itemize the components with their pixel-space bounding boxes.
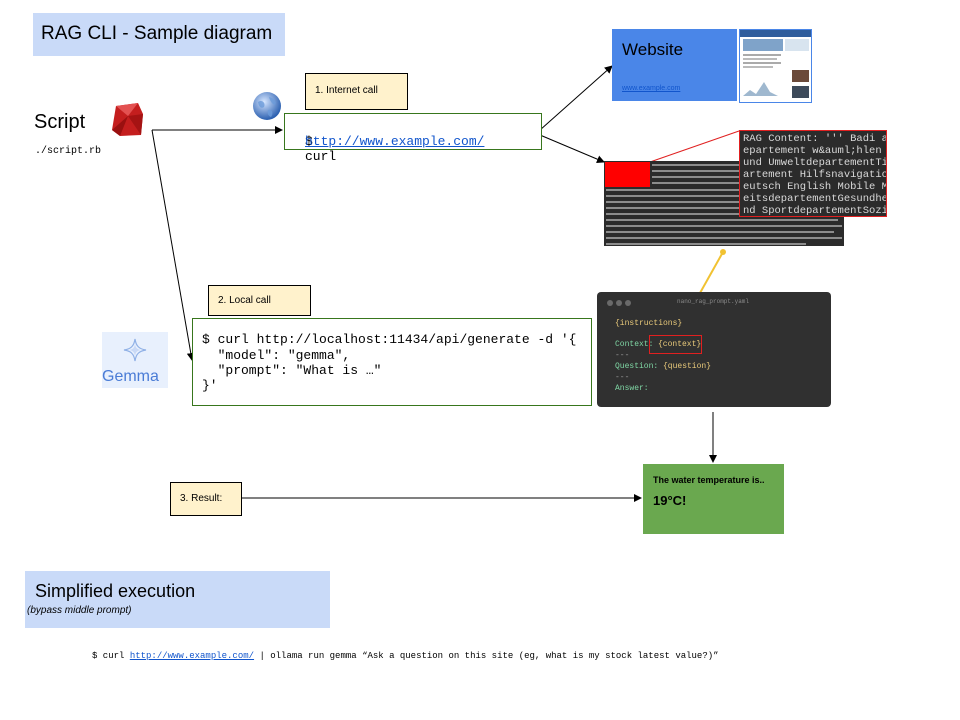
code-instructions: {instructions} <box>615 319 683 328</box>
rag-content-zoom: RAG Content: ''' Badi aktue epartement w… <box>739 130 887 217</box>
code-question-label: Question: <box>615 362 659 371</box>
rag-content-line: RAG Content: ''' Badi aktue <box>743 133 886 145</box>
script-label: Script <box>34 111 86 133</box>
code-context-var: {context} <box>658 340 702 349</box>
window-dot <box>625 300 631 306</box>
code-context-label: Context: <box>615 340 654 349</box>
result-line1: The water temperature is.. <box>653 475 765 485</box>
note-local-call: 2. Local call <box>208 285 311 316</box>
website-box: Website www.example.com <box>612 29 737 101</box>
note-local-call-label: 2. Local call <box>218 295 271 306</box>
note-internet-call-label: 1. Internet call <box>315 85 378 96</box>
curl-local-line: }' <box>202 378 218 393</box>
arrow-script-to-curl2 <box>151 129 195 361</box>
context-highlight-box <box>649 335 702 354</box>
curl-internet-box: $ curl http://www.example.com/ <box>284 113 542 164</box>
note-result: 3. Result: <box>170 482 242 516</box>
curl-prefix: $ curl <box>305 134 337 164</box>
note-internet-call: 1. Internet call <box>305 73 408 110</box>
gemma-label: Gemma <box>102 368 159 385</box>
website-title: Website <box>622 40 684 59</box>
prompt-editor-window: nano_rag_prompt.yaml {instructions} Cont… <box>597 292 831 407</box>
curl-local-box: $ curl http://localhost:11434/api/genera… <box>192 318 592 406</box>
window-dot <box>616 300 622 306</box>
note-result-label: 3. Result: <box>180 493 223 504</box>
simplified-command: $ curl http://www.example.com/ | ollama … <box>92 651 719 661</box>
curl-local-line: $ curl http://localhost:11434/api/genera… <box>202 332 577 347</box>
code-separator: --- <box>615 373 630 382</box>
rag-content-line: epartement w&auml;hlen Depa <box>743 145 882 157</box>
gemma-logo: Gemma <box>102 332 168 388</box>
globe-icon <box>253 92 281 120</box>
result-value: 19°C! <box>653 493 687 508</box>
cmd-url-link[interactable]: http://www.example.com/ <box>129 651 255 661</box>
page-title: RAG CLI - Sample diagram <box>41 23 273 44</box>
website-link[interactable]: www.example.com <box>622 85 681 92</box>
curl-local-line: "model": "gemma", <box>202 348 351 363</box>
gemma-logo-icon <box>123 338 147 362</box>
rag-content-line: und UmweltdepartementTiefba <box>743 157 886 169</box>
script-path: ./script.rb <box>35 146 102 157</box>
ruby-gem-icon <box>112 103 143 136</box>
code-separator: --- <box>615 351 630 360</box>
rag-content-line: nd SportdepartementSoziale <box>743 205 887 217</box>
code-answer-label: Answer: <box>615 384 649 393</box>
curl-local-line: "prompt": "What is …" <box>202 363 382 378</box>
website-thumbnail <box>739 29 812 103</box>
simplified-subtitle: (bypass middle prompt) <box>27 605 132 616</box>
window-dot <box>607 300 613 306</box>
cmd-prefix: $ curl <box>92 651 130 661</box>
cmd-suffix: | ollama run gemma “Ask a question on th… <box>254 651 719 661</box>
zoom-line-top <box>649 130 740 163</box>
simplified-title: Simplified execution <box>35 581 196 601</box>
title-box: RAG CLI - Sample diagram <box>33 13 285 56</box>
rag-content-line: artement Hilfsnavigation Ko <box>743 169 887 181</box>
simplified-box: Simplified execution (bypass middle prom… <box>25 571 330 628</box>
curl-url-link[interactable]: http://www.example.com/ <box>305 134 485 149</box>
rag-content-line: eitsdepartementGesundheits- <box>743 193 887 205</box>
connector-dot <box>720 249 726 255</box>
result-box: The water temperature is.. 19°C! <box>643 464 784 534</box>
website-thumbnail-image <box>740 30 811 98</box>
editor-filename: nano_rag_prompt.yaml <box>677 298 750 305</box>
rag-content-line: eutsch English Mobile Menu <box>743 181 886 193</box>
arrow-curl1-to-website <box>539 65 613 131</box>
code-question-var: {question} <box>663 362 712 371</box>
arrow-curl1-to-content <box>539 134 605 163</box>
highlight-red-square <box>605 162 650 187</box>
